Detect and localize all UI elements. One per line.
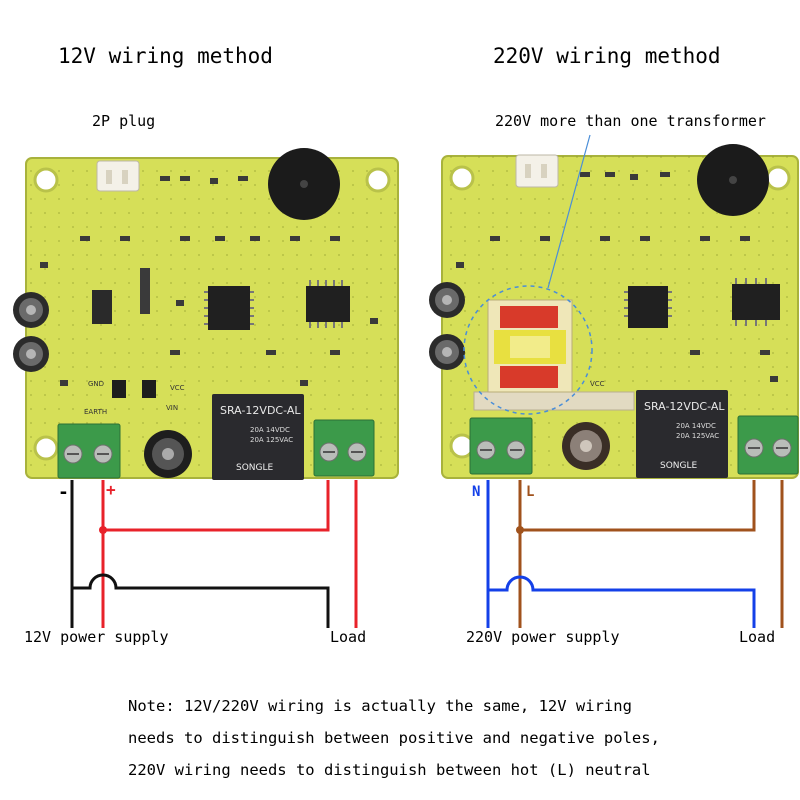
left-relay-model: SRA-12VDC-AL <box>220 404 301 417</box>
right-ic-main <box>624 286 672 328</box>
left-silk-gnd: GND <box>88 380 104 388</box>
note-line-3: 220V wiring needs to distinguish between… <box>128 761 651 779</box>
left-diode <box>112 380 126 398</box>
left-load-label: Load <box>330 628 367 646</box>
left-power-terminal <box>57 423 121 479</box>
left-ic-main <box>204 286 254 330</box>
left-supply-label: 12V power supply <box>24 628 169 646</box>
note-line-2: needs to distinguish between positive an… <box>128 729 660 747</box>
right-pcb-board: VCC SRA-12VDC-AL 20A 14VDC 20A 125VAC SO… <box>429 134 799 479</box>
left-silk-vcc: VCC <box>170 384 185 392</box>
right-relay: SRA-12VDC-AL 20A 14VDC 20A 125VAC SONGLE <box>636 390 728 478</box>
right-2p-plug <box>515 154 559 188</box>
left-ic-driver <box>306 280 350 328</box>
right-capacitor-1 <box>429 282 465 318</box>
left-capacitor-1 <box>13 292 49 328</box>
left-silk-earth: EARTH <box>84 408 107 416</box>
n-label: N <box>472 484 481 500</box>
left-red-wire-top <box>103 480 330 532</box>
left-relay: SRA-12VDC-AL 20A 14VDC 20A 125VAC SONGLE <box>212 394 304 480</box>
left-2p-plug <box>96 160 140 192</box>
right-brown-wire-top <box>520 480 756 532</box>
right-relay-rating2: 20A 125VAC <box>676 432 719 440</box>
right-power-terminal <box>469 417 533 475</box>
left-black-wire-load <box>72 573 330 628</box>
right-transformer <box>463 285 635 415</box>
right-relay-brand: SONGLE <box>660 461 698 471</box>
plug-label: 2P plug <box>92 112 156 130</box>
right-supply-label: 220V power supply <box>466 628 620 646</box>
right-panel-title: 220V wiring method <box>493 44 721 68</box>
left-capacitor-2 <box>13 336 49 372</box>
left-pcb-board: SRA-12VDC-AL 20A 14VDC 20A 125VAC SONGLE… <box>13 148 399 480</box>
transformer-pointer-line <box>547 134 591 289</box>
l-label: L <box>526 484 535 500</box>
left-regulator <box>92 290 112 324</box>
right-silk-vcc: VCC <box>590 380 605 388</box>
left-header-pins <box>140 268 150 314</box>
note-line-1: Note: 12V/220V wiring is actually the sa… <box>128 697 632 715</box>
right-capacitor-2 <box>429 334 465 370</box>
right-relay-rating1: 20A 14VDC <box>676 422 716 430</box>
left-panel-title: 12V wiring method <box>58 44 273 68</box>
left-relay-rating1: 20A 14VDC <box>250 426 290 434</box>
right-capacitor-3 <box>562 422 610 470</box>
transformer-label: 220V more than one transformer <box>495 112 766 130</box>
left-relay-brand: SONGLE <box>236 463 274 473</box>
left-silk-vin: VIN <box>166 404 178 412</box>
right-blue-wire-load <box>488 575 756 628</box>
left-load-terminal <box>313 419 375 477</box>
right-wiring <box>486 480 784 628</box>
left-diode-2 <box>142 380 156 398</box>
right-load-label: Load <box>739 628 776 646</box>
right-buzzer <box>697 144 769 216</box>
plus-sign: + <box>106 480 116 499</box>
left-capacitor-3 <box>144 430 192 478</box>
left-wiring <box>70 480 358 628</box>
right-relay-model: SRA-12VDC-AL <box>644 400 725 413</box>
left-buzzer <box>268 148 340 220</box>
minus-sign: - <box>58 482 69 503</box>
right-load-terminal <box>737 415 799 475</box>
right-ic-driver <box>732 278 780 326</box>
left-relay-rating2: 20A 125VAC <box>250 436 293 444</box>
